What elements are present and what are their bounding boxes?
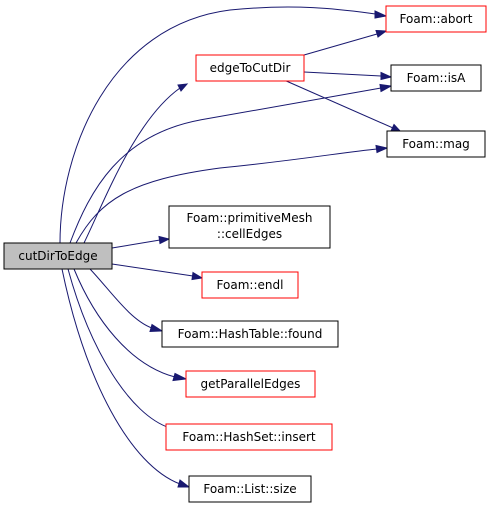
edge-arrowhead — [172, 372, 188, 382]
node-label: edgeToCutDir — [210, 61, 291, 75]
node-box — [385, 5, 487, 33]
edge-line — [303, 71, 382, 77]
node-found[interactable]: Foam::HashTable::found — [161, 320, 339, 348]
node-box — [390, 64, 482, 92]
edge-arrowhead — [379, 83, 393, 93]
edge-cutDirToEdge-isA — [69, 83, 393, 244]
node-box — [188, 475, 312, 503]
edge-line — [111, 263, 194, 277]
edge-arrowhead — [191, 271, 204, 281]
edge-arrowhead — [177, 83, 189, 92]
edge-line — [69, 87, 382, 244]
edge-arrowhead — [375, 29, 388, 38]
node-size[interactable]: Foam::List::size — [188, 475, 312, 503]
node-label: Foam::mag — [402, 137, 470, 151]
node-abort[interactable]: Foam::abort — [385, 5, 487, 33]
nodes-layer: cutDirToEdge edgeToCutDir Foam::abort Fo… — [3, 5, 487, 503]
node-box — [185, 370, 316, 398]
edge-cutDirToEdge-edgeToCutDir — [83, 83, 189, 244]
edge-line — [283, 79, 394, 129]
node-label: Foam::isA — [407, 71, 467, 85]
node-label: Foam::HashTable::found — [178, 327, 323, 341]
edge-line — [89, 268, 153, 329]
edge-cutDirToEdge-size — [61, 268, 191, 488]
node-label-line-1: Foam::primitiveMesh — [187, 211, 313, 225]
edge-edgeToCutDir-abort — [303, 29, 388, 56]
edge-cutDirToEdge-abort — [59, 6, 388, 244]
node-box — [386, 130, 486, 158]
edge-line — [67, 268, 171, 429]
node-isA[interactable]: Foam::isA — [390, 64, 482, 92]
edge-line — [111, 239, 161, 249]
edge-line — [303, 33, 378, 56]
node-label: Foam::List::size — [203, 482, 296, 496]
node-label: Foam::HashSet::insert — [182, 430, 315, 444]
node-endl[interactable]: Foam::endl — [201, 271, 299, 299]
edge-arrowhead — [375, 144, 389, 154]
node-getParallelEdges[interactable]: getParallelEdges — [185, 370, 316, 398]
edge-cutDirToEdge-mag — [75, 144, 389, 244]
node-box — [161, 320, 339, 348]
node-cellEdges[interactable]: Foam::primitiveMesh ::cellEdges — [168, 205, 331, 249]
edge-line — [59, 6, 377, 244]
node-edgeToCutDir[interactable]: edgeToCutDir — [195, 54, 305, 82]
node-label: getParallelEdges — [201, 377, 301, 391]
edge-line — [83, 87, 181, 244]
node-cutDirToEdge[interactable]: cutDirToEdge — [3, 242, 113, 270]
edge-arrowhead — [158, 235, 171, 245]
edge-cutDirToEdge-cellEdges — [111, 235, 171, 249]
edge-line — [73, 268, 176, 378]
node-box — [168, 205, 331, 249]
edge-arrowhead — [380, 71, 393, 81]
edges-layer — [59, 6, 403, 488]
node-label: Foam::abort — [400, 12, 473, 26]
edge-edgeToCutDir-isA — [303, 71, 393, 81]
edge-cutDirToEdge-getParallelEdges — [73, 268, 188, 382]
edge-arrowhead — [177, 479, 191, 488]
node-mag[interactable]: Foam::mag — [386, 130, 486, 158]
edge-line — [61, 268, 181, 485]
node-box — [195, 54, 305, 82]
node-insert[interactable]: Foam::HashSet::insert — [165, 423, 333, 451]
edge-cutDirToEdge-endl — [111, 263, 204, 281]
edge-cutDirToEdge-found — [89, 268, 164, 333]
node-label-line-2: ::cellEdges — [217, 227, 282, 241]
node-box — [201, 271, 299, 299]
node-label: Foam::endl — [217, 278, 284, 292]
node-box — [165, 423, 333, 451]
edge-arrowhead — [149, 323, 164, 333]
edge-arrowhead — [374, 10, 388, 19]
node-box — [3, 242, 113, 270]
node-label: cutDirToEdge — [18, 249, 97, 263]
edge-line — [75, 148, 378, 244]
